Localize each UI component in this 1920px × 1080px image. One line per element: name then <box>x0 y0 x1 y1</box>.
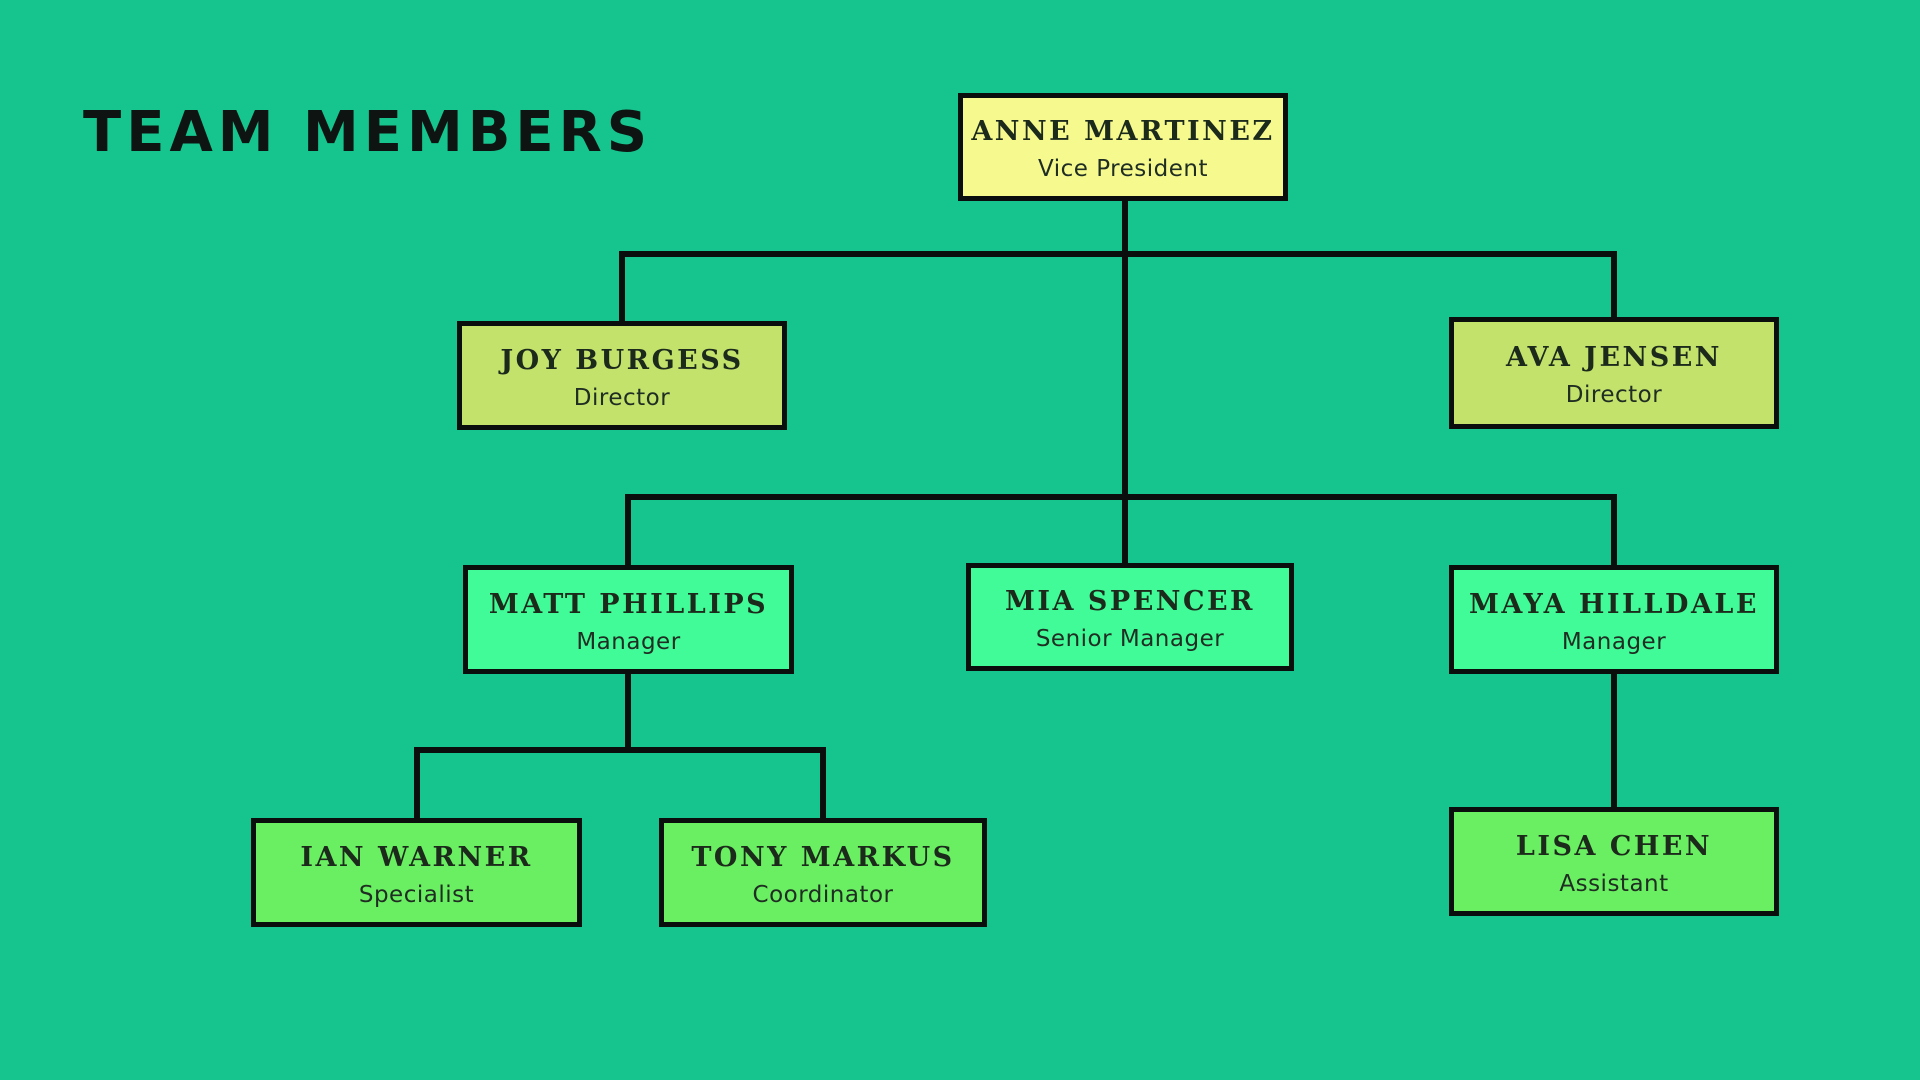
node-role: Vice President <box>1037 156 1208 182</box>
node-role: Coordinator <box>752 881 894 908</box>
node-role: Manager <box>576 628 681 655</box>
node-name: MIA SPENCER <box>1005 586 1255 617</box>
org-node-joy-burgess[interactable]: JOY BURGESS Director <box>457 321 787 430</box>
node-role: Manager <box>1561 628 1667 655</box>
page-title: TEAM MEMBERS <box>83 100 653 165</box>
node-role: Assistant <box>1559 870 1669 897</box>
org-node-tony-markus[interactable]: TONY MARKUS Coordinator <box>659 818 987 927</box>
connector-anne-trunk <box>1122 196 1128 568</box>
org-node-maya-hilldale[interactable]: MAYA HILLDALE Manager <box>1449 565 1779 674</box>
node-role: Director <box>573 384 671 411</box>
org-node-mia-spencer[interactable]: MIA SPENCER Senior Manager <box>966 563 1294 671</box>
node-name: JOY BURGESS <box>500 344 744 376</box>
node-name: TONY MARKUS <box>691 841 955 873</box>
node-role: Specialist <box>358 881 475 908</box>
connector-drop-ian <box>414 747 420 824</box>
connector-tier4-horizontal <box>414 747 826 753</box>
node-name: MAYA HILLDALE <box>1469 588 1759 620</box>
connector-drop-tony <box>820 747 826 824</box>
org-node-anne-martinez[interactable]: ANNE MARTINEZ Vice President <box>958 93 1288 201</box>
connector-drop-ava <box>1611 251 1617 323</box>
connector-tier2-horizontal <box>619 251 1617 257</box>
org-node-lisa-chen[interactable]: LISA CHEN Assistant <box>1449 807 1779 916</box>
connector-maya-to-lisa <box>1611 670 1617 813</box>
connector-tier3-horizontal <box>625 494 1617 500</box>
connector-matt-trunk <box>625 670 631 753</box>
connector-drop-maya <box>1611 494 1617 571</box>
org-node-ian-warner[interactable]: IAN WARNER Specialist <box>251 818 582 927</box>
connector-drop-matt <box>625 494 631 571</box>
node-name: AVA JENSEN <box>1506 342 1722 373</box>
node-name: LISA CHEN <box>1515 830 1713 862</box>
node-name: IAN WARNER <box>300 841 533 873</box>
node-role: Director <box>1565 382 1663 408</box>
node-name: ANNE MARTINEZ <box>971 116 1275 147</box>
node-name: MATT PHILLIPS <box>488 588 769 620</box>
org-node-matt-phillips[interactable]: MATT PHILLIPS Manager <box>463 565 794 674</box>
connector-drop-joy <box>619 251 625 327</box>
org-node-ava-jensen[interactable]: AVA JENSEN Director <box>1449 317 1779 429</box>
node-role: Senior Manager <box>1035 626 1225 652</box>
